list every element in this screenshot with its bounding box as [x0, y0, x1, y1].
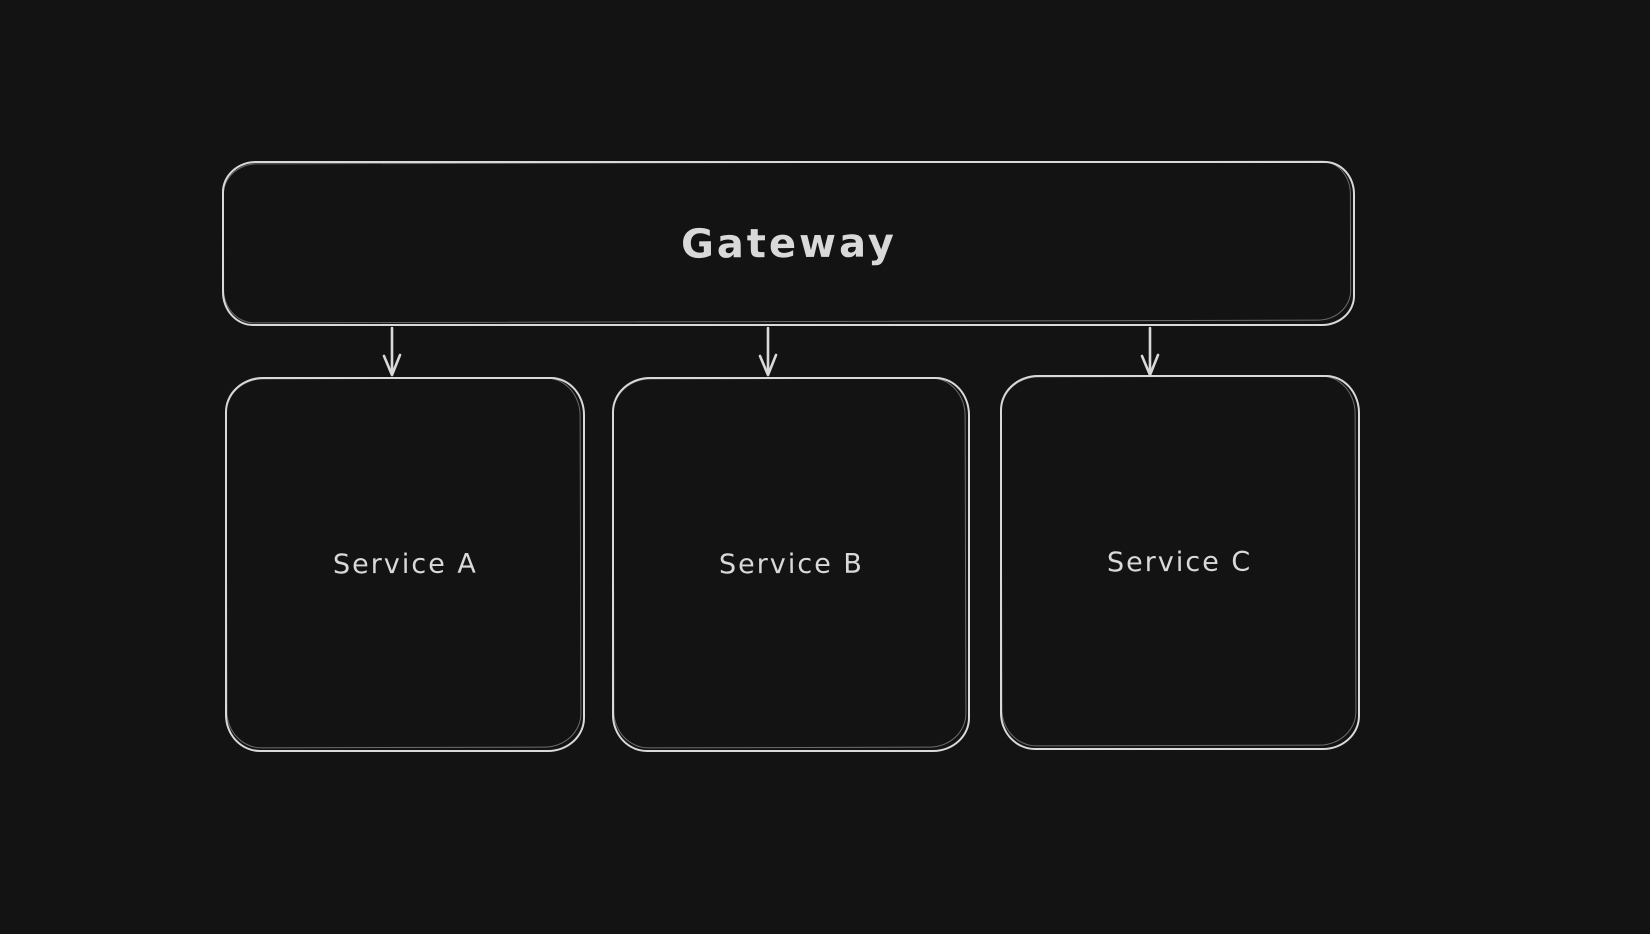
node-service-c[interactable]: Service C — [1000, 375, 1360, 750]
arrow-head-icon — [382, 353, 402, 377]
node-service-b[interactable]: Service B — [612, 377, 970, 752]
node-gateway[interactable]: Gateway — [222, 161, 1355, 326]
node-service-a[interactable]: Service A — [225, 377, 585, 752]
arrow-head-icon — [758, 353, 778, 377]
arrow-gateway-to-service-a[interactable] — [378, 326, 406, 378]
node-gateway-label: Gateway — [680, 219, 897, 268]
node-service-b-label: Service B — [718, 548, 864, 581]
arrow-gateway-to-service-b[interactable] — [754, 326, 782, 378]
node-service-c-label: Service C — [1107, 546, 1253, 579]
node-service-a-label: Service A — [332, 548, 478, 581]
arrow-gateway-to-service-c[interactable] — [1136, 326, 1164, 378]
